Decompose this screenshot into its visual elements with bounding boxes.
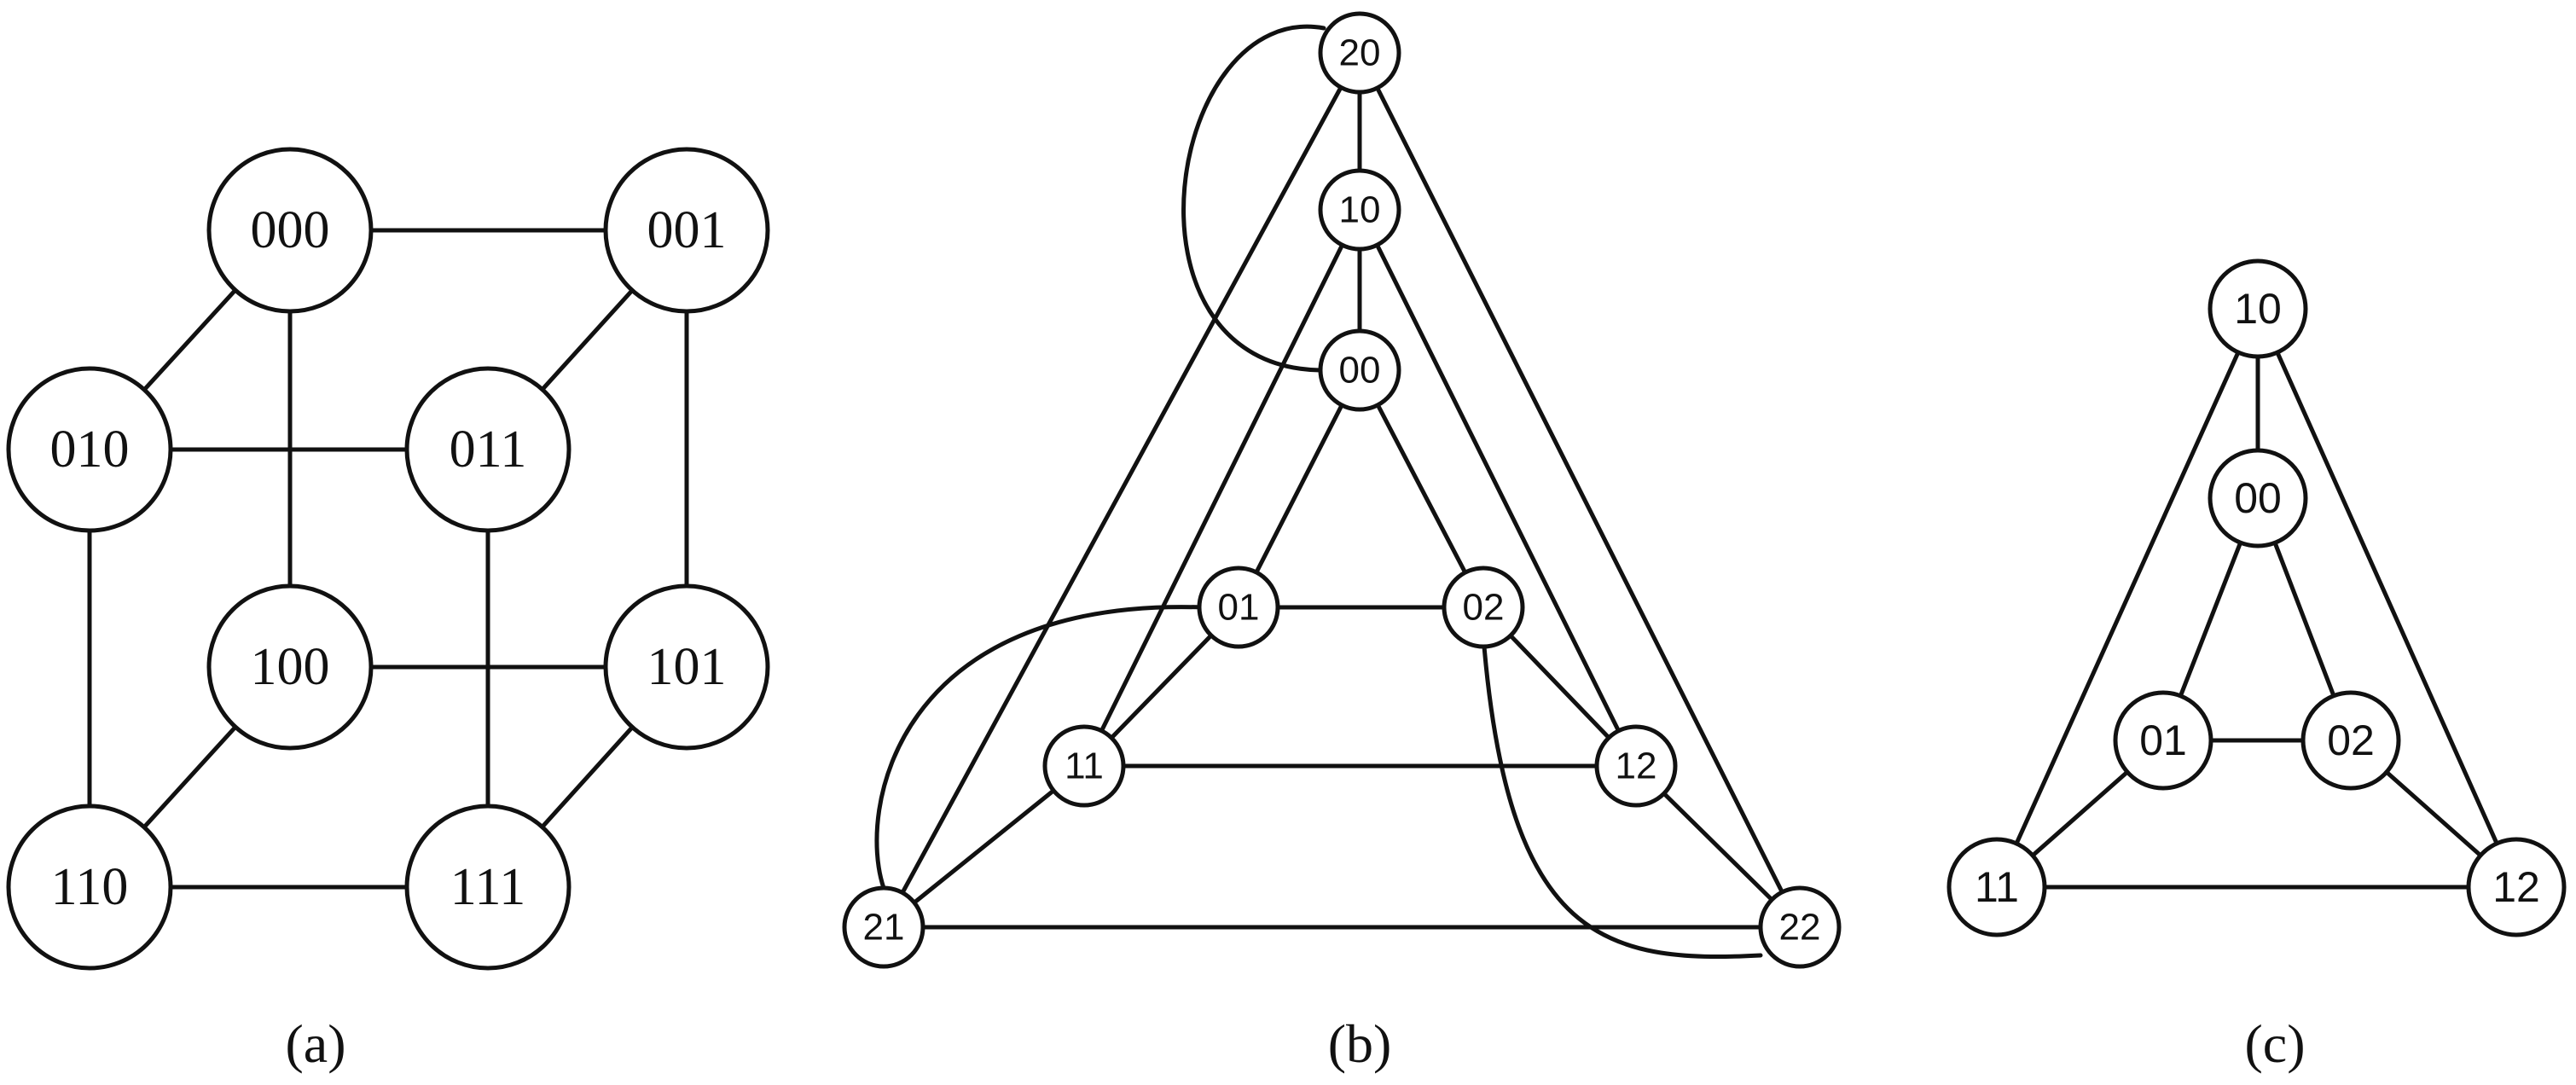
node-label-c-02: 02 bbox=[2327, 717, 2375, 764]
node-a-110: 110 bbox=[6, 804, 173, 971]
node-label-b-21: 21 bbox=[863, 907, 905, 949]
caption-c: (c) bbox=[2244, 1013, 2305, 1074]
curved-edge-b-20-00 bbox=[1181, 24, 1326, 373]
node-circle-a-100 bbox=[206, 583, 374, 751]
edge-c-10-12 bbox=[2255, 306, 2519, 890]
diagram-b-graph: 20 10 00 01 02 11 12 21 22 (b) bbox=[842, 11, 1842, 1074]
node-label-c-10: 10 bbox=[2234, 285, 2282, 333]
node-circle-c-11 bbox=[1947, 837, 2047, 937]
node-c-01: 01 bbox=[2113, 690, 2213, 791]
node-a-001: 001 bbox=[603, 147, 770, 314]
node-c-11: 11 bbox=[1947, 837, 2047, 937]
node-label-a-000: 000 bbox=[251, 201, 330, 259]
edge-b-00-02 bbox=[1357, 368, 1486, 610]
node-b-20: 20 bbox=[1318, 11, 1401, 95]
node-circle-b-20 bbox=[1318, 11, 1401, 95]
node-circle-c-01 bbox=[2113, 690, 2213, 791]
diagram-a-hypercube: 000 001 010 011 100 101 110 111 (a) bbox=[6, 147, 770, 1074]
node-label-a-111: 111 bbox=[450, 858, 525, 916]
node-c-00: 00 bbox=[2208, 448, 2308, 548]
node-circle-a-010 bbox=[6, 366, 173, 533]
node-label-b-01: 01 bbox=[1218, 587, 1260, 629]
node-label-b-22: 22 bbox=[1779, 907, 1821, 949]
edge-b-11-21 bbox=[881, 763, 1087, 930]
node-b-01: 01 bbox=[1197, 566, 1280, 649]
node-circle-a-101 bbox=[603, 583, 770, 751]
node-a-000: 000 bbox=[206, 147, 374, 314]
node-circle-a-000 bbox=[206, 147, 374, 314]
node-label-c-11: 11 bbox=[1975, 863, 2019, 911]
node-a-010: 010 bbox=[6, 366, 173, 533]
node-b-22: 22 bbox=[1758, 885, 1842, 969]
node-circle-b-12 bbox=[1594, 724, 1678, 808]
edge-b-20-21 bbox=[881, 50, 1362, 930]
node-circle-a-110 bbox=[6, 804, 173, 971]
node-b-11: 11 bbox=[1042, 724, 1126, 808]
node-c-12: 12 bbox=[2466, 837, 2567, 937]
node-label-a-010: 010 bbox=[50, 421, 130, 479]
node-circle-b-01 bbox=[1197, 566, 1280, 649]
node-label-c-01: 01 bbox=[2139, 717, 2187, 764]
node-circle-a-111 bbox=[404, 804, 571, 971]
node-label-b-11: 11 bbox=[1065, 746, 1104, 787]
edge-b-00-01 bbox=[1236, 368, 1362, 610]
node-circle-a-001 bbox=[603, 147, 770, 314]
node-b-12: 12 bbox=[1594, 724, 1678, 808]
node-b-10: 10 bbox=[1318, 168, 1401, 252]
edge-b-10-12 bbox=[1357, 207, 1639, 769]
node-circle-b-10 bbox=[1318, 168, 1401, 252]
node-circle-b-00 bbox=[1318, 328, 1401, 412]
node-circle-a-011 bbox=[404, 366, 571, 533]
node-a-111: 111 bbox=[404, 804, 571, 971]
edge-b-20-22 bbox=[1357, 50, 1802, 930]
node-label-b-10: 10 bbox=[1339, 189, 1381, 231]
node-c-02: 02 bbox=[2300, 690, 2401, 791]
node-label-a-101: 101 bbox=[647, 638, 727, 696]
node-b-00: 00 bbox=[1318, 328, 1401, 412]
node-circle-b-11 bbox=[1042, 724, 1126, 808]
node-label-a-100: 100 bbox=[251, 638, 330, 696]
node-circle-b-21 bbox=[842, 885, 925, 969]
node-b-21: 21 bbox=[842, 885, 925, 969]
node-a-101: 101 bbox=[603, 583, 770, 751]
node-c-10: 10 bbox=[2208, 258, 2308, 359]
node-label-b-02: 02 bbox=[1463, 587, 1505, 629]
node-circle-c-12 bbox=[2466, 837, 2567, 937]
node-label-a-110: 110 bbox=[51, 858, 129, 916]
node-label-c-12: 12 bbox=[2492, 863, 2540, 911]
node-circle-c-10 bbox=[2208, 258, 2308, 359]
edge-b-10-11 bbox=[1082, 207, 1362, 769]
node-a-011: 011 bbox=[404, 366, 571, 533]
caption-a: (a) bbox=[285, 1013, 345, 1074]
node-label-b-12: 12 bbox=[1616, 746, 1657, 787]
node-label-c-00: 00 bbox=[2234, 474, 2282, 522]
node-b-02: 02 bbox=[1442, 566, 1525, 649]
diagram-c-graph: 10 00 01 02 11 12 (c) bbox=[1947, 258, 2567, 1074]
curved-edge-b-01-21 bbox=[874, 605, 1205, 891]
edge-c-10-11 bbox=[1994, 306, 2260, 890]
node-a-100: 100 bbox=[206, 583, 374, 751]
curved-edge-b-02-22 bbox=[1482, 644, 1763, 959]
node-circle-b-02 bbox=[1442, 566, 1525, 649]
node-circle-c-02 bbox=[2300, 690, 2401, 791]
node-label-b-00: 00 bbox=[1339, 350, 1381, 392]
caption-b: (b) bbox=[1328, 1013, 1392, 1074]
node-label-a-001: 001 bbox=[647, 201, 727, 259]
node-label-a-011: 011 bbox=[450, 421, 527, 479]
node-circle-c-00 bbox=[2208, 448, 2308, 548]
node-label-b-20: 20 bbox=[1339, 32, 1381, 74]
node-circle-b-22 bbox=[1758, 885, 1842, 969]
